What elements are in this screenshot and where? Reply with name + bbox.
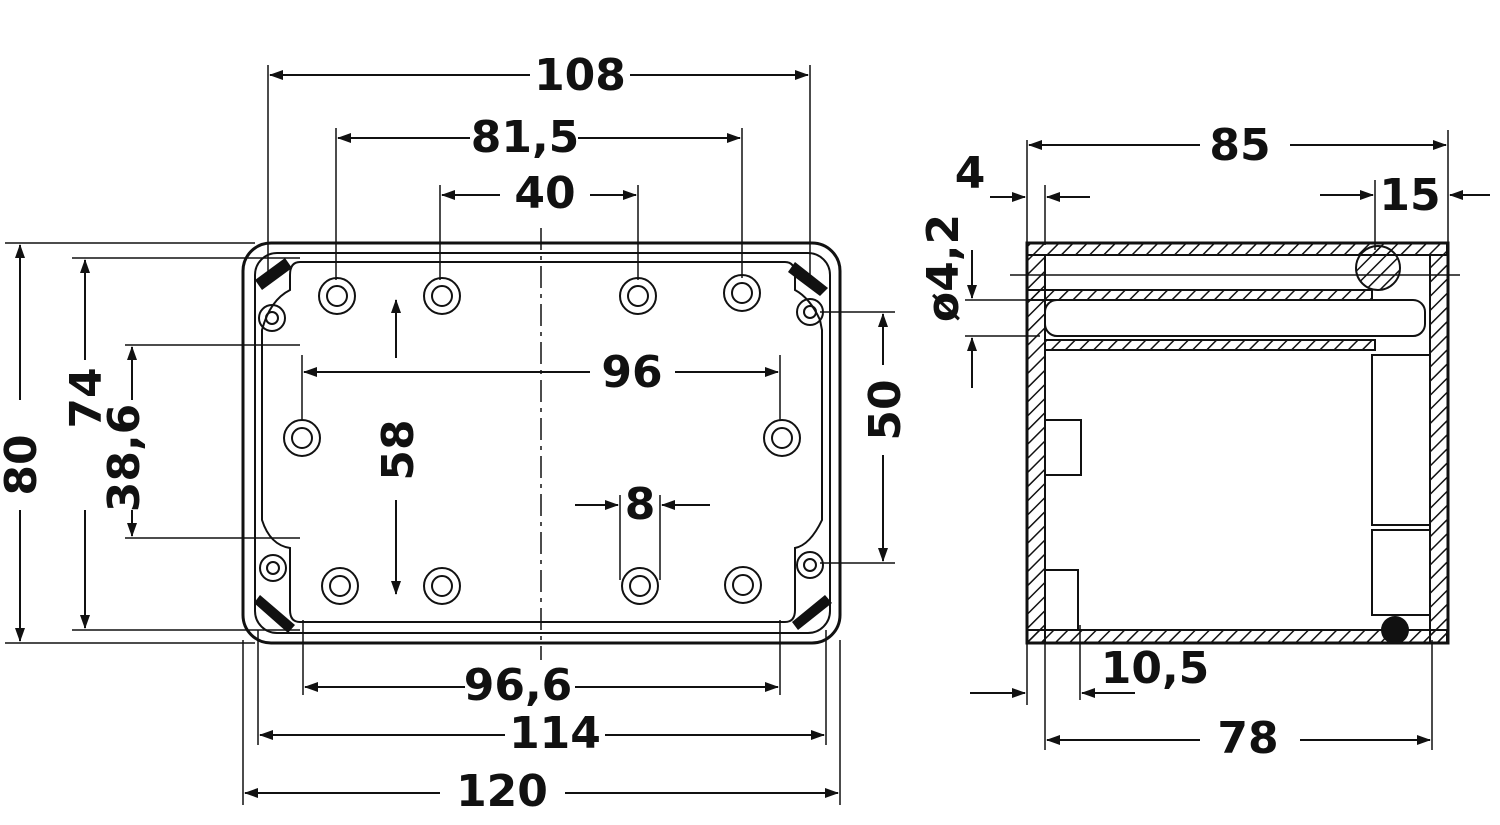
corner-screw-bottom-left <box>254 554 295 633</box>
mounting-boss <box>321 567 359 605</box>
dim-small-gap: 8 <box>625 479 656 530</box>
mounting-boss <box>318 277 356 315</box>
mounting-boss <box>423 567 461 605</box>
screw-corner-bottom <box>1381 616 1409 644</box>
side-extension-lines <box>965 130 1460 750</box>
screw-channel <box>1044 299 1426 337</box>
lid-lower-wall <box>1026 289 1373 301</box>
lid-recess-outline <box>261 261 823 623</box>
corner-screw-top-left <box>255 258 292 332</box>
mounting-boss <box>283 419 321 457</box>
dim-left-overall: 80 <box>0 434 47 495</box>
dim-bottom-mid: 114 <box>509 708 601 759</box>
side-dimension-lines <box>967 140 1490 745</box>
inner-rib <box>1371 354 1431 526</box>
front-view: 108 81,5 40 96 8 96,6 114 120 80 74 38,6… <box>0 50 911 817</box>
corner-screw-bottom-right <box>792 551 832 630</box>
front-dimension-lines <box>15 70 888 798</box>
mounting-boss <box>724 566 762 604</box>
mounting-boss <box>619 277 657 315</box>
wall-insert-top <box>1044 419 1082 476</box>
mounting-boss <box>423 277 461 315</box>
dim-mid-span: 96 <box>601 347 662 398</box>
dim-wall: 4 <box>955 148 986 199</box>
dim-outer-holes: 81,5 <box>471 112 580 163</box>
dim-bottom-inner: 96,6 <box>464 660 573 711</box>
mounting-boss <box>723 274 761 312</box>
wall-insert-bottom <box>1044 569 1079 631</box>
mounting-boss <box>763 419 801 457</box>
dim-right: 50 <box>860 379 911 440</box>
dim-inner-holes: 40 <box>514 168 575 219</box>
dim-lid: 15 <box>1379 170 1440 221</box>
dim-depth: 85 <box>1209 120 1270 171</box>
inner-rib-lower <box>1371 529 1431 616</box>
body-top-wall <box>1044 339 1376 351</box>
side-view: 85 4 15 ø4,2 10,5 78 <box>918 120 1490 764</box>
dim-left-small: 38,6 <box>99 404 150 513</box>
left-wall <box>1026 254 1046 644</box>
corner-screw-top-right <box>788 262 828 326</box>
screw-head <box>1355 245 1401 291</box>
dim-overall-top: 108 <box>534 50 626 101</box>
dim-inner-depth: 78 <box>1217 713 1278 764</box>
front-extension-lines <box>5 65 895 805</box>
dim-bottom-overall: 120 <box>456 766 548 817</box>
dim-inner-vertical: 58 <box>373 419 424 480</box>
side-outer-outline <box>1025 241 1450 645</box>
dim-bottom-offset: 10,5 <box>1101 643 1210 694</box>
right-wall <box>1429 254 1449 644</box>
dim-diameter: ø4,2 <box>918 214 969 322</box>
front-inner-outline <box>254 252 831 634</box>
dim-left-inner: 74 <box>61 367 112 428</box>
mounting-boss-group <box>283 274 801 605</box>
mounting-boss <box>621 567 659 605</box>
